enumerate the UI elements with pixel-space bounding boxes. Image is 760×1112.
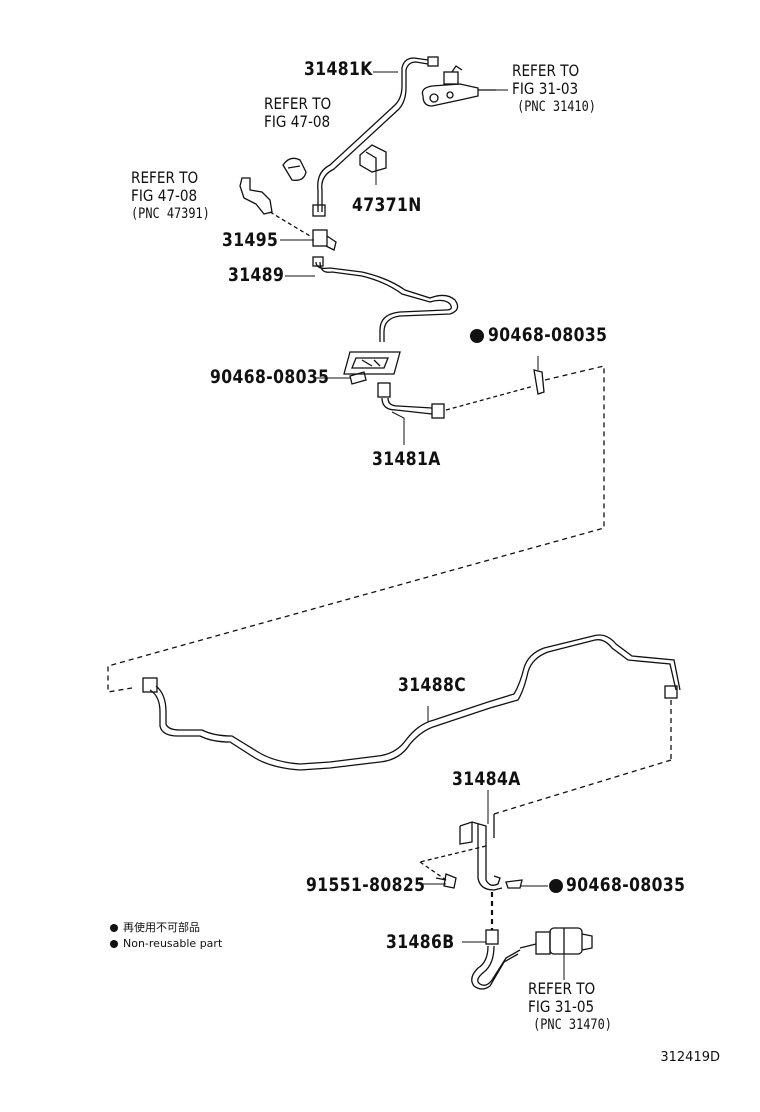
label-31481A: 31481A	[372, 448, 441, 470]
clip-90468-top-shape	[533, 369, 545, 395]
legend-jp: 再使用不可部品	[110, 920, 222, 936]
ref-fig-47-08-b: REFER TO FIG 47-08 (PNC 47391)	[131, 169, 210, 223]
ref-pnc: (PNC 47391)	[131, 206, 210, 222]
ref-line: FIG 47-08	[131, 186, 198, 205]
label-90468-top: 90468-08035	[488, 324, 608, 346]
ref-line: FIG 31-05	[528, 997, 595, 1016]
label-31486B: 31486B	[386, 931, 455, 953]
grommet	[282, 157, 307, 181]
non-reusable-dot-top	[470, 329, 484, 343]
ref-fig-31-05: REFER TO FIG 31-05 (PNC 31470)	[528, 980, 612, 1034]
bracket-47391	[239, 177, 311, 237]
union-31495	[312, 229, 337, 251]
label-90468-left: 90468-08035	[210, 366, 330, 388]
ref-pnc: (PNC 31410)	[517, 99, 596, 115]
clip-90468-left-shape	[349, 371, 367, 385]
label-31484A: 31484A	[452, 768, 521, 790]
label-31495: 31495	[222, 229, 279, 251]
ref-fig-31-03: REFER TO FIG 31-03 (PNC 31410)	[512, 62, 596, 116]
label-47371N: 47371N	[352, 194, 422, 216]
bracket-31484A	[419, 814, 503, 930]
legend: 再使用不可部品 Non-reusable part	[110, 920, 222, 952]
label-31481K: 31481K	[304, 58, 373, 80]
clutch-master-cylinder	[421, 65, 496, 107]
ref-line: REFER TO	[512, 61, 580, 80]
clip-47371N	[359, 144, 387, 173]
pipe-31489	[312, 256, 459, 342]
label-31488C: 31488C	[398, 674, 467, 696]
ref-line: FIG 47-08	[264, 112, 331, 131]
legend-en: Non-reusable part	[110, 936, 222, 952]
ref-pnc: (PNC 31470)	[533, 1017, 612, 1033]
bolt-91551	[435, 873, 457, 889]
hose-31481A	[377, 382, 535, 419]
ref-line: FIG 31-03	[512, 79, 579, 98]
label-90468-bottom: 90468-08035	[566, 874, 686, 896]
ref-line: REFER TO	[264, 94, 332, 113]
leader-lines	[280, 71, 565, 980]
clip-plate	[343, 351, 401, 375]
ref-fig-47-08-a: REFER TO FIG 47-08	[264, 95, 331, 131]
non-reusable-dot-bottom	[549, 879, 563, 893]
label-31489: 31489	[228, 264, 285, 286]
ref-line: REFER TO	[131, 168, 199, 187]
hose-31486B	[471, 929, 537, 990]
pipe-31481K	[312, 56, 439, 217]
clip-90468-bottom-shape	[505, 879, 523, 889]
clutch-release-cylinder	[535, 927, 593, 955]
illustration-code: 312419D	[660, 1050, 720, 1065]
label-91551: 91551-80825	[306, 874, 426, 896]
pipe-31488C	[142, 634, 681, 815]
ref-line: REFER TO	[528, 979, 596, 998]
dash-connector	[107, 365, 605, 693]
